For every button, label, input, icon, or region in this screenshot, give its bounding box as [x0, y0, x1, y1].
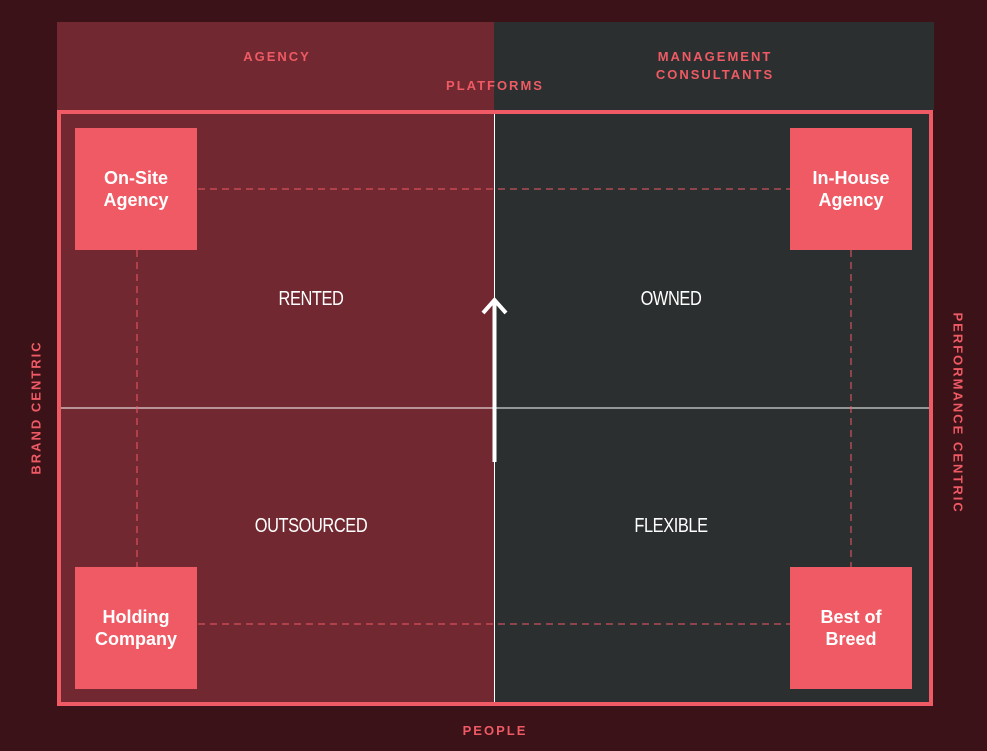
- corner-best-of-breed: Best of Breed: [790, 567, 912, 689]
- quadrant-outsourced: OUTSOURCED: [254, 515, 368, 537]
- management-consultants-label: MANAGEMENT CONSULTANTS: [655, 49, 775, 82]
- axis-performance-centric: PERFORMANCE CENTRIC: [950, 312, 966, 514]
- corner-holding-company: Holding Company: [75, 567, 197, 689]
- agency-label: AGENCY: [243, 49, 311, 64]
- corner-label: On-Site Agency: [103, 168, 169, 210]
- axis-brand-centric: BRAND CENTRIC: [28, 340, 44, 475]
- header-consultants-panel: [494, 22, 934, 110]
- corner-on-site-agency: On-Site Agency: [75, 128, 197, 250]
- corner-label: In-House Agency: [812, 168, 890, 210]
- axis-people: PEOPLE: [462, 723, 528, 738]
- quadrant-rented: RENTED: [278, 288, 344, 310]
- quadrant-flexible: FLEXIBLE: [634, 515, 708, 537]
- matrix-frame: [57, 110, 933, 706]
- corner-label: Best of Breed: [820, 607, 882, 649]
- platforms-label: PLATFORMS: [446, 78, 544, 93]
- corner-label: Holding Company: [94, 607, 177, 649]
- corner-in-house-agency: In-House Agency: [790, 128, 912, 250]
- header-agency-panel: [57, 22, 494, 110]
- quadrant-owned: OWNED: [640, 288, 702, 310]
